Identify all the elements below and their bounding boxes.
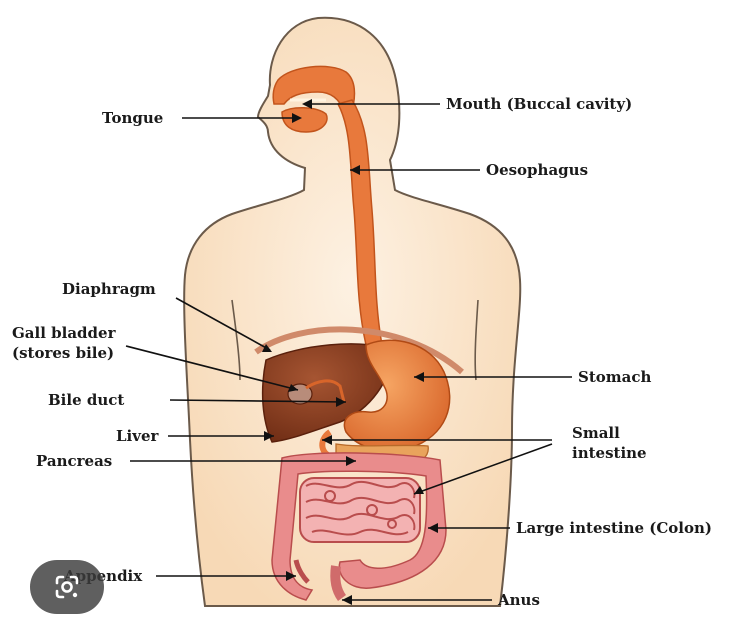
google-lens-icon	[53, 573, 81, 601]
label-stomach: Stomach	[578, 368, 651, 386]
label-small-intestine: Small	[572, 424, 620, 442]
label-gall-bladder-note: (stores bile)	[12, 344, 114, 362]
label-large-intestine: Large intestine (Colon)	[516, 519, 712, 537]
label-oesophagus: Oesophagus	[486, 161, 588, 179]
small-intestine-coils	[300, 478, 420, 542]
label-mouth: Mouth (Buccal cavity)	[446, 95, 632, 113]
lens-search-button[interactable]	[30, 560, 104, 614]
label-tongue: Tongue	[102, 109, 163, 127]
label-gall-bladder: Gall bladder	[12, 324, 117, 342]
label-diaphragm: Diaphragm	[62, 280, 156, 298]
label-liver: Liver	[116, 427, 160, 445]
label-bile-duct: Bile duct	[48, 391, 124, 409]
label-small-intestine-2: intestine	[572, 444, 647, 462]
label-pancreas: Pancreas	[36, 452, 112, 470]
label-anus: Anus	[497, 591, 540, 609]
